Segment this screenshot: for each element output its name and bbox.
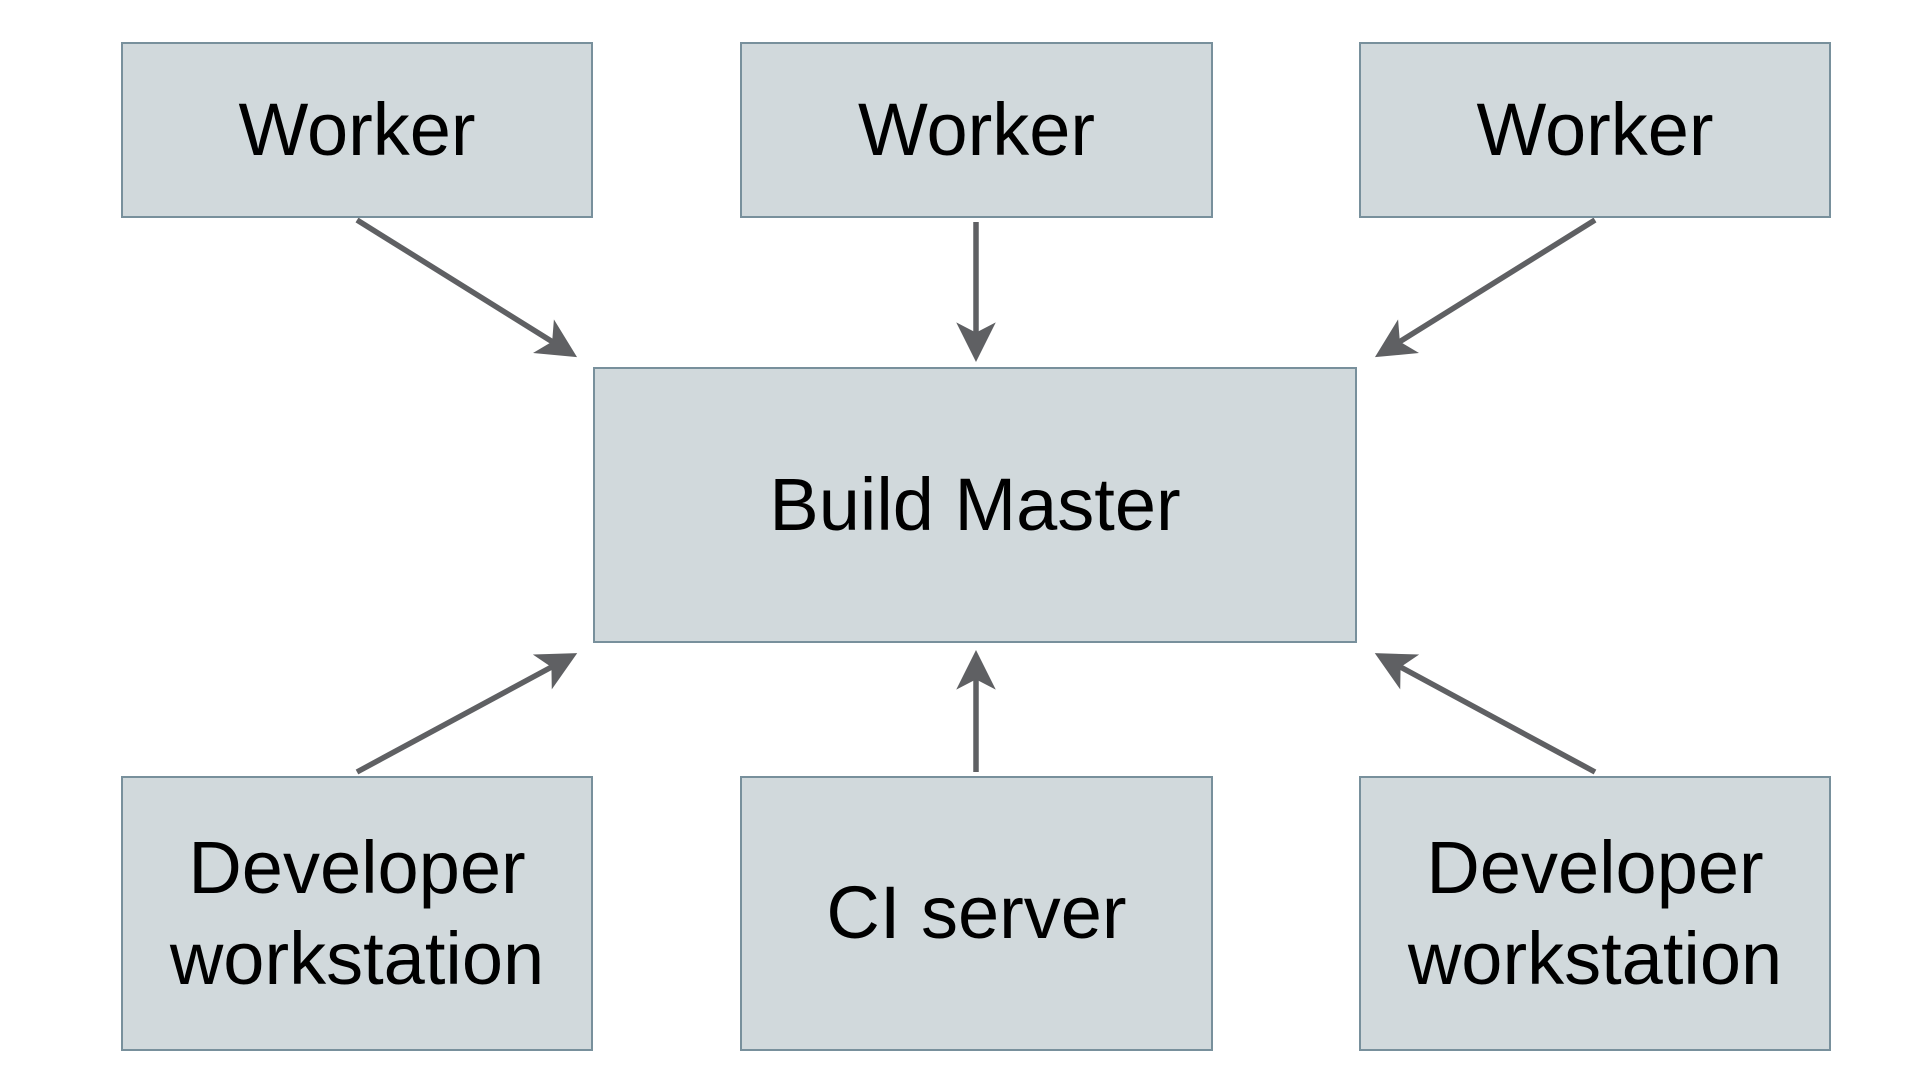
node-worker-left-label: Worker (238, 87, 476, 171)
node-build-master: Build Master (593, 367, 1357, 643)
node-developer-workstation-right: Developer workstation (1359, 776, 1831, 1051)
node-ci-server: CI server (740, 776, 1213, 1051)
node-worker-center: Worker (740, 42, 1213, 218)
node-developer-workstation-left: Developer workstation (121, 776, 593, 1051)
node-developer-workstation-right-label: Developer workstation (1407, 826, 1783, 1000)
node-worker-left: Worker (121, 42, 593, 218)
node-developer-workstation-left-label: Developer workstation (169, 826, 545, 1000)
arrow-worker-right-to-build-master (1374, 217, 1597, 358)
arrow-worker-left-to-build-master (355, 217, 578, 358)
node-ci-server-label: CI server (826, 871, 1127, 955)
node-worker-right-label: Worker (1476, 87, 1714, 171)
node-worker-center-label: Worker (857, 87, 1096, 171)
node-worker-right: Worker (1359, 42, 1831, 218)
arrow-developer-workstation-right-to-build-master (1374, 653, 1597, 775)
arrow-developer-workstation-left-to-build-master (355, 653, 578, 775)
node-build-master-label: Build Master (769, 462, 1181, 546)
